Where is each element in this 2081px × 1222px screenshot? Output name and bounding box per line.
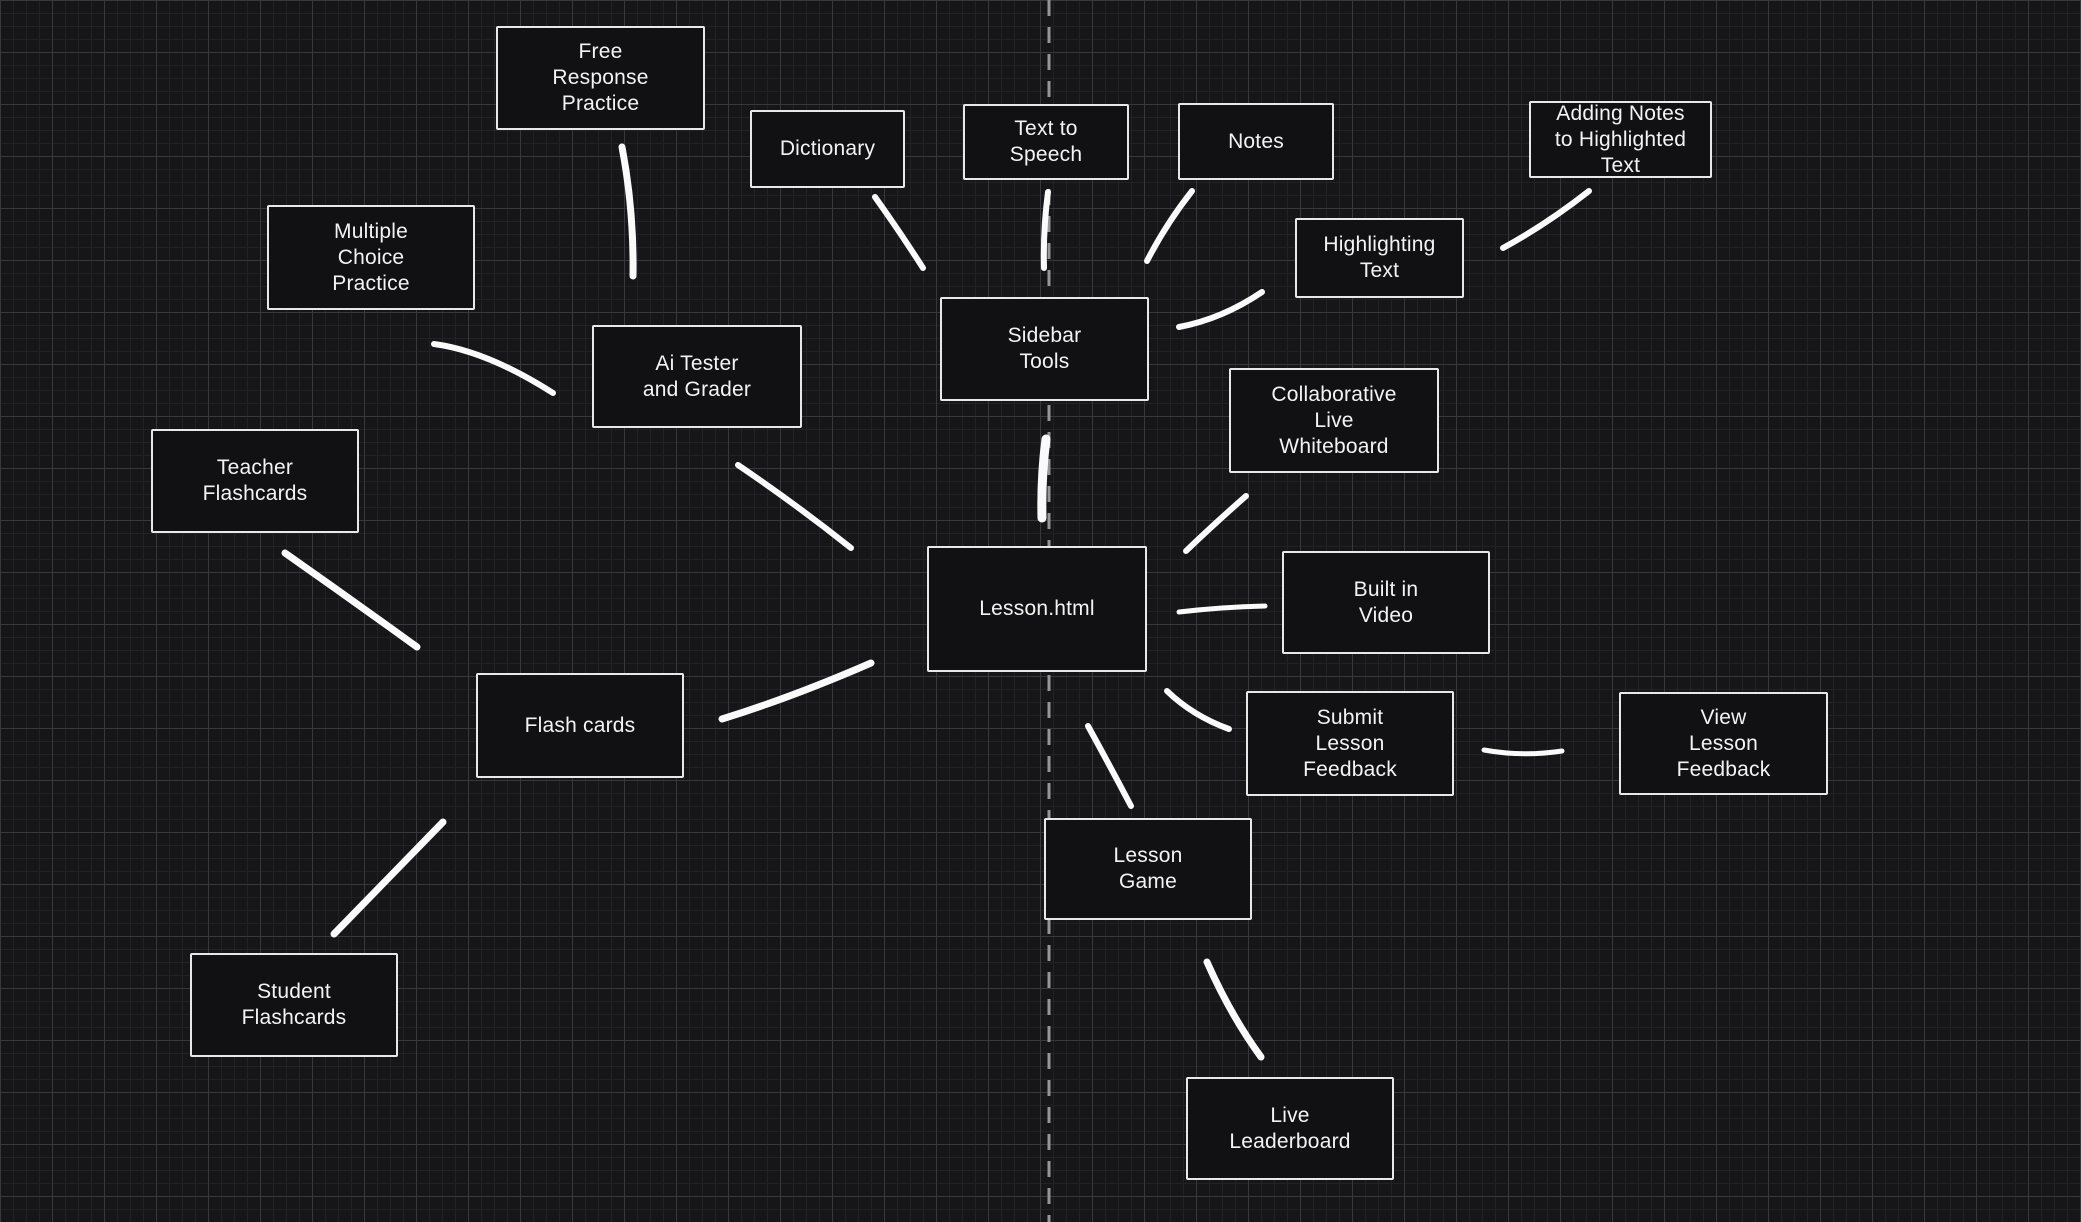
connector-flash-cards-to-lesson[interactable] [718,659,875,723]
connector-notes-to-sidebar-tools[interactable] [1144,188,1195,264]
node-dictionary[interactable]: Dictionary [750,110,905,188]
node-label-teacher-flashcards: Teacher Flashcards [202,456,308,505]
node-label-submit-lesson-feedback: Submit Lesson Feedback [1303,705,1397,781]
node-lesson-game[interactable]: Lesson Game [1044,818,1252,920]
connector-sidebar-tools-to-highlighting[interactable] [1176,289,1265,330]
connector-submit-to-view-feedback[interactable] [1481,747,1565,757]
node-multiple-choice-practice[interactable]: Multiple Choice Practice [267,205,475,310]
node-label-adding-notes-to-highlighted-text: Adding Notes to Highlighted Text [1554,101,1687,177]
connector-multiple-choice-to-ai-tester[interactable] [431,341,556,396]
node-label-built-in-video: Built in Video [1353,577,1419,627]
node-ai-tester-and-grader[interactable]: Ai Tester and Grader [592,325,802,428]
node-view-lesson-feedback[interactable]: View Lesson Feedback [1619,692,1828,795]
connector-collaborative-to-lesson[interactable] [1183,493,1249,554]
node-text-to-speech[interactable]: Text to Speech [963,104,1129,180]
connector-flash-cards-to-student[interactable] [330,818,447,938]
node-student-flashcards[interactable]: Student Flashcards [190,953,398,1057]
node-teacher-flashcards[interactable]: Teacher Flashcards [151,429,359,533]
node-lesson-html[interactable]: Lesson.html [927,546,1147,672]
connector-built-in-video-to-lesson[interactable] [1176,603,1268,615]
connector-lesson-to-submit-feedback[interactable] [1164,688,1232,732]
node-label-lesson-html: Lesson.html [979,597,1095,620]
node-flash-cards[interactable]: Flash cards [476,673,684,778]
node-label-multiple-choice-practice: Multiple Choice Practice [332,219,410,295]
connector-lesson-to-lesson-game[interactable] [1085,723,1134,809]
node-label-lesson-game: Lesson Game [1113,844,1183,893]
node-sidebar-tools[interactable]: Sidebar Tools [940,297,1149,401]
node-live-leaderboard[interactable]: Live Leaderboard [1186,1077,1394,1180]
connector-free-response-to-ai-tester[interactable] [618,143,637,280]
node-label-sidebar-tools: Sidebar Tools [1007,324,1082,373]
node-built-in-video[interactable]: Built in Video [1282,551,1490,654]
node-submit-lesson-feedback[interactable]: Submit Lesson Feedback [1246,691,1454,796]
node-label-collaborative-live-whiteboard: Collaborative Live Whiteboard [1271,382,1397,458]
connector-teacher-to-flash-cards[interactable] [281,549,421,651]
node-label-text-to-speech: Text to Speech [1009,117,1083,166]
connector-ai-tester-to-lesson[interactable] [735,462,854,551]
node-label-notes: Notes [1228,129,1284,153]
node-collaborative-live-whiteboard[interactable]: Collaborative Live Whiteboard [1229,368,1439,473]
node-label-flash-cards: Flash cards [524,713,636,737]
connector-highlighting-to-adding-notes[interactable] [1500,188,1592,251]
node-label-ai-tester-and-grader: Ai Tester and Grader [642,351,752,401]
node-adding-notes-to-highlighted-text[interactable]: Adding Notes to Highlighted Text [1529,101,1712,178]
connector-dictionary-to-sidebar-tools[interactable] [872,194,926,271]
node-label-dictionary: Dictionary [779,137,876,160]
node-label-view-lesson-feedback: View Lesson Feedback [1676,705,1771,781]
connector-text-to-speech-to-sidebar-tools[interactable] [1040,189,1051,271]
node-label-highlighting-text: Highlighting Text [1323,233,1436,282]
node-highlighting-text[interactable]: Highlighting Text [1295,218,1464,298]
node-free-response-practice[interactable]: Free Response Practice [496,26,705,130]
connector-lesson-game-to-leaderboard[interactable] [1203,958,1265,1061]
node-label-free-response-practice: Free Response Practice [552,40,649,115]
node-notes[interactable]: Notes [1178,103,1334,180]
node-label-live-leaderboard: Live Leaderboard [1229,1103,1351,1153]
connector-sidebar-tools-to-lesson[interactable] [1037,434,1051,523]
node-label-student-flashcards: Student Flashcards [241,980,347,1029]
